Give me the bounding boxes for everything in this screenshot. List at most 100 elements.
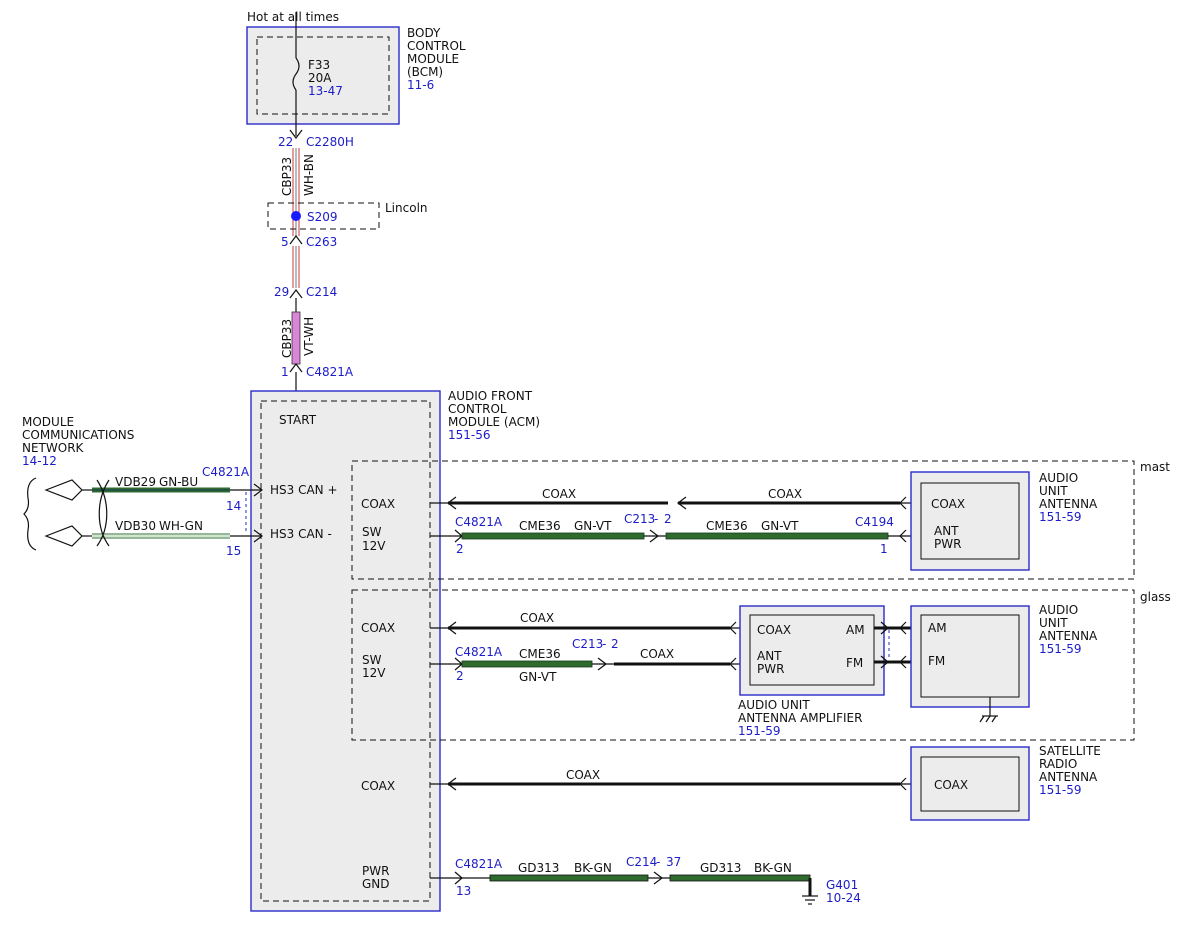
- hot-at-all-times-label: Hot at all times: [247, 10, 339, 24]
- glass-c4821a: C4821A: [455, 645, 503, 659]
- glass-region-label: glass: [1140, 590, 1171, 604]
- mast-antenna-pwr: PWR: [934, 537, 961, 551]
- wire-cme36-gn-vt-a: [461, 532, 645, 540]
- gnd-c214-dash: -: [656, 855, 660, 869]
- sat-acm-coax: COAX: [361, 779, 395, 793]
- acm-start-label: START: [279, 413, 317, 427]
- glass-c4821a-pin: 2: [456, 669, 464, 683]
- vdb29-color: GN-BU: [159, 475, 198, 489]
- c2280h-connector: C2280H: [306, 135, 354, 149]
- fuse-name: F33: [308, 58, 330, 72]
- sat-coax-label: COAX: [566, 768, 600, 782]
- satellite-title-3: ANTENNA: [1039, 770, 1098, 784]
- satellite-title-1: SATELLITE: [1039, 744, 1101, 758]
- acm-hs3-can-minus: HS3 CAN -: [270, 527, 332, 541]
- mast-antenna-title-2: UNIT: [1039, 484, 1068, 498]
- vdb30-color: WH-GN: [159, 519, 203, 533]
- mast-region: [351, 460, 1135, 580]
- mast-c4194-pin: 1: [880, 542, 888, 556]
- c214-pin-arrow: [289, 289, 303, 299]
- mast-c213: C213: [624, 512, 655, 526]
- gnd-acm-pin: [454, 871, 463, 885]
- mast-gn-vt-label: GN-VT: [574, 519, 612, 533]
- mast-c4821a-pin: 2: [456, 542, 464, 556]
- glass-antenna-title-1: AUDIO: [1039, 603, 1078, 617]
- glass-region: [351, 589, 1135, 741]
- vdb29-circuit: VDB29: [115, 475, 156, 489]
- bcm-module: [246, 26, 400, 125]
- mast-cme36-label-b: CME36: [706, 519, 748, 533]
- acm-title-line-3: MODULE (ACM): [448, 415, 540, 429]
- gnd-bk-gn-a: BK-GN: [574, 861, 612, 875]
- g401-ground-icon: [802, 895, 818, 905]
- satellite-title-2: RADIO: [1039, 757, 1077, 771]
- mast-acm-sw: SW: [362, 525, 382, 539]
- c263-connector: C263: [306, 235, 337, 249]
- gnd-c214: C214: [626, 855, 657, 869]
- amp-title-1: AUDIO UNIT: [738, 698, 810, 712]
- network-title-line-2: COMMUNICATIONS: [22, 428, 134, 442]
- gnd-bk-gn-b: BK-GN: [754, 861, 792, 875]
- lincoln-label: Lincoln: [385, 201, 428, 215]
- glass-antenna-ground-icon: [979, 697, 998, 723]
- circuit-cbp33-lower: CBP33: [280, 319, 294, 358]
- glass-antenna-title-2: UNIT: [1039, 616, 1068, 630]
- wire-vdb30-wh-gn: [92, 533, 230, 539]
- bcm-title-line-2: CONTROL: [407, 39, 466, 53]
- network-pin-15: 15: [226, 544, 241, 558]
- gnd-gd313-b: GD313: [700, 861, 741, 875]
- wire-gd313-bk-gn-a: [489, 874, 649, 882]
- glass-acm-coax: COAX: [361, 621, 395, 635]
- mast-c213-pin-num: 2: [664, 512, 672, 526]
- bcm-title-line-4: (BCM): [407, 65, 443, 79]
- mast-acm-coax: COAX: [361, 497, 395, 511]
- acm-pwr-label: PWR: [362, 864, 389, 878]
- wire-cme36-gn-vt-b: [665, 532, 889, 540]
- mast-acm-12v: 12V: [362, 539, 386, 553]
- wire-cbp33-wh-bn: [292, 148, 300, 236]
- acm-module: [250, 390, 441, 912]
- fm-link-pin-b: [899, 655, 907, 669]
- wire-glass-cme36-gn-vt: [461, 660, 593, 668]
- wire-gd313-bk-gn-b: [669, 874, 811, 882]
- can-minus-pin-arrow: [253, 529, 263, 543]
- amp-ant: ANT: [757, 649, 782, 663]
- acm-title-line-2: CONTROL: [448, 402, 507, 416]
- bcm-ref: 11-6: [407, 78, 434, 92]
- mast-antenna-ant: ANT: [934, 524, 959, 538]
- am-link-pin-b: [899, 621, 907, 635]
- network-brace: [23, 477, 37, 551]
- c4821a-pin1-arrow: [289, 363, 303, 373]
- glass-antenna-inner: [920, 614, 1020, 698]
- glass-antenna-fm: FM: [928, 654, 945, 668]
- glass-coax-label-2: COAX: [640, 647, 674, 661]
- mast-antenna-title-1: AUDIO: [1039, 471, 1078, 485]
- glass-cme36-label: CME36: [519, 647, 561, 661]
- network-title-line-1: MODULE: [22, 415, 74, 429]
- circuit-cbp33-upper: CBP33: [280, 157, 294, 196]
- mast-coax-label-a: COAX: [542, 487, 576, 501]
- fm-link-pin-a: [880, 655, 889, 669]
- mast-coax-label-b: COAX: [768, 487, 802, 501]
- amp-fm: FM: [846, 656, 863, 670]
- gnd-c214-pin: 37: [666, 855, 681, 869]
- glass-antenna-am: AM: [928, 621, 947, 635]
- glass-gn-vt-label: GN-VT: [519, 670, 557, 684]
- mast-c213-dash: -: [654, 512, 658, 526]
- mast-antenna-coax: COAX: [931, 497, 965, 511]
- gnd-c4821a-pin: 13: [456, 884, 471, 898]
- am-link-pin-a: [880, 621, 889, 635]
- amp-pwr: PWR: [757, 662, 784, 676]
- mast-antenna-ref: 151-59: [1039, 510, 1082, 524]
- bcm-inner-box: [256, 36, 390, 115]
- network-connector-plus: [44, 479, 83, 501]
- glass-c213-pin-num: 2: [611, 637, 619, 651]
- mast-region-label: mast: [1140, 460, 1170, 474]
- glass-antenna-title-3: ANTENNA: [1039, 629, 1098, 643]
- c263-pin-arrow: [289, 235, 303, 245]
- network-connector-minus: [44, 525, 83, 547]
- color-wh-bn: WH-BN: [302, 154, 316, 196]
- can-plus-pin-arrow: [253, 483, 263, 497]
- mast-c4821a: C4821A: [455, 515, 503, 529]
